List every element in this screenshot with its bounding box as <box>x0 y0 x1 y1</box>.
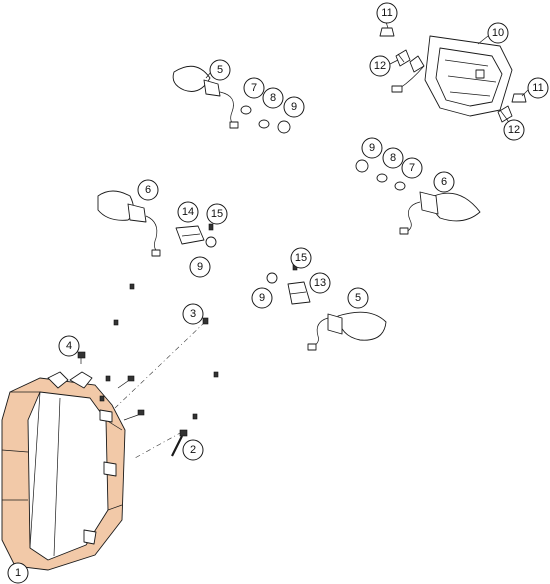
svg-text:14: 14 <box>182 206 194 218</box>
callout-10: 10 <box>487 22 509 44</box>
svg-text:7: 7 <box>409 162 415 174</box>
svg-text:6: 6 <box>441 176 447 188</box>
callout-9: 9 <box>189 256 211 278</box>
svg-text:3: 3 <box>190 308 196 320</box>
callout-13: 13 <box>309 272 331 294</box>
callout-15: 15 <box>206 203 228 225</box>
bracket-left <box>175 223 217 248</box>
callout-3: 3 <box>182 303 204 325</box>
svg-text:8: 8 <box>270 92 276 104</box>
svg-text:8: 8 <box>390 152 396 164</box>
callout-7: 7 <box>401 157 423 179</box>
callout-8: 8 <box>262 87 284 109</box>
bracket-right <box>266 263 311 305</box>
assembly-lines <box>114 321 206 459</box>
svg-text:11: 11 <box>532 82 543 94</box>
svg-text:9: 9 <box>197 261 203 273</box>
callout-11: 11 <box>376 2 398 24</box>
callout-6: 6 <box>137 179 159 201</box>
screws-headlight <box>77 283 219 457</box>
callout-9: 9 <box>283 96 305 118</box>
callout-14: 14 <box>177 201 199 223</box>
washers-right <box>355 159 406 191</box>
tail-light <box>391 35 513 117</box>
callouts: 11 10 12 11 12 5 7 8 9 9 8 7 6 6 14 15 9… <box>7 2 549 584</box>
callout-12: 12 <box>369 55 391 77</box>
callout-7: 7 <box>243 77 265 99</box>
svg-text:1: 1 <box>15 567 21 579</box>
svg-text:11: 11 <box>381 7 392 19</box>
turn-signal-rear-right <box>399 191 481 235</box>
svg-text:5: 5 <box>217 64 223 76</box>
svg-text:13: 13 <box>314 277 326 289</box>
svg-text:7: 7 <box>251 82 257 94</box>
callout-6: 6 <box>433 171 455 193</box>
svg-text:9: 9 <box>259 292 265 304</box>
callout-11: 11 <box>527 77 549 99</box>
callout-4: 4 <box>58 335 80 357</box>
callout-8: 8 <box>382 147 404 169</box>
callout-5: 5 <box>209 59 231 81</box>
tail-light-fasteners <box>379 27 527 123</box>
callout-9: 9 <box>361 137 383 159</box>
svg-text:4: 4 <box>66 340 72 352</box>
svg-text:12: 12 <box>508 124 520 136</box>
callout-9: 9 <box>251 287 273 309</box>
turn-signal-rear-left <box>97 190 161 257</box>
headlight-assembly <box>1 371 126 571</box>
svg-text:15: 15 <box>211 208 223 220</box>
washers-top <box>240 105 291 134</box>
svg-text:10: 10 <box>492 27 504 39</box>
svg-text:5: 5 <box>355 292 361 304</box>
turn-signal-front-left <box>172 65 239 129</box>
turn-signal-front-right <box>307 311 387 351</box>
svg-text:9: 9 <box>291 101 297 113</box>
callout-2: 2 <box>182 439 204 461</box>
callout-15: 15 <box>290 247 312 269</box>
svg-text:9: 9 <box>369 142 375 154</box>
svg-text:12: 12 <box>374 60 386 72</box>
svg-text:15: 15 <box>295 252 307 264</box>
callout-5: 5 <box>347 287 369 309</box>
svg-text:6: 6 <box>145 184 151 196</box>
svg-text:2: 2 <box>190 444 196 456</box>
callout-12: 12 <box>503 119 525 141</box>
callout-1: 1 <box>7 562 29 584</box>
